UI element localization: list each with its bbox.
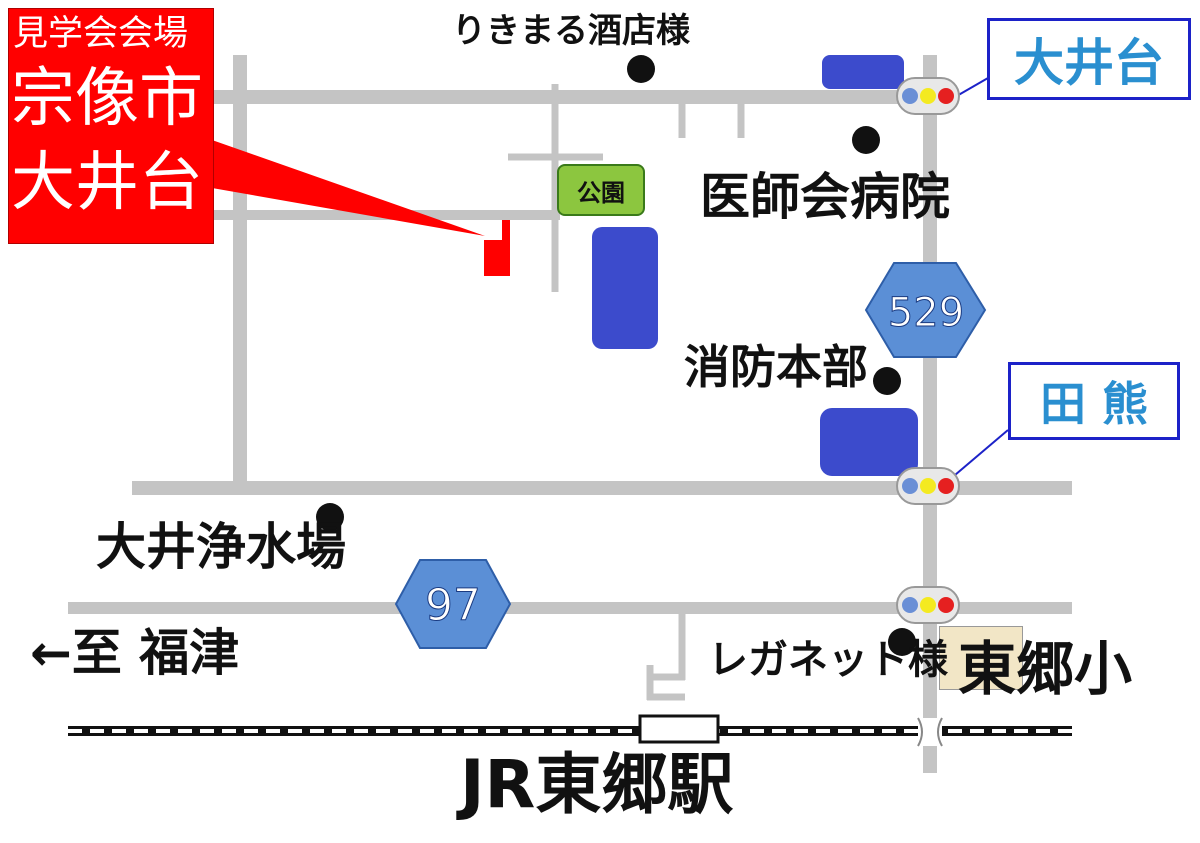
roads — [68, 55, 1072, 773]
building-north — [822, 55, 904, 89]
dot-reganet — [888, 628, 916, 656]
park-label-text: 公園 — [577, 178, 625, 207]
label-rikimaru: りきまる酒店様 — [452, 11, 690, 51]
venue-pointer — [212, 140, 485, 236]
signal-name-takuma: 田 熊 — [1008, 362, 1180, 440]
label-water-plant: 大井浄水場 — [96, 518, 346, 576]
route-529-shield — [864, 262, 987, 358]
dot-fire-hq — [873, 367, 901, 395]
venue-city: 宗像市 — [11, 62, 203, 136]
dot-rikimaru — [627, 55, 655, 83]
route-97-shield — [394, 559, 512, 649]
traffic-signal-takuma — [896, 467, 960, 505]
dot-hospital — [852, 126, 880, 154]
signal-name-takuma-text: 田 熊 — [1039, 377, 1148, 431]
station-platform — [638, 714, 720, 744]
signal-name-ooidai-text: 大井台 — [1014, 34, 1164, 92]
building-near-park — [592, 227, 658, 349]
route-97-label: 97 — [425, 580, 481, 631]
dot-water-plant — [316, 503, 344, 531]
label-direction-fukutsu: ←至 福津 — [30, 624, 240, 682]
label-hospital: 医師会病院 — [700, 168, 950, 226]
signal-name-ooidai: 大井台 — [987, 18, 1191, 100]
venue-title: 見学会会場 — [13, 14, 189, 54]
park-label: 公園 — [557, 164, 645, 216]
label-fire-hq: 消防本部 — [684, 340, 868, 394]
venue-district: 大井台 — [11, 146, 203, 220]
route-529-label: 529 — [888, 290, 964, 336]
traffic-signal-route97 — [896, 586, 960, 624]
railway — [68, 714, 1072, 747]
label-school: 東郷小 — [958, 635, 1133, 703]
label-station: JR東郷駅 — [460, 746, 734, 823]
building-fire-station — [820, 408, 918, 476]
traffic-signal-ooidai — [896, 77, 960, 115]
school-building — [939, 626, 1023, 690]
venue-callout: 見学会会場 宗像市 大井台 — [8, 8, 214, 244]
label-reganet: レガネット様 — [708, 637, 948, 683]
